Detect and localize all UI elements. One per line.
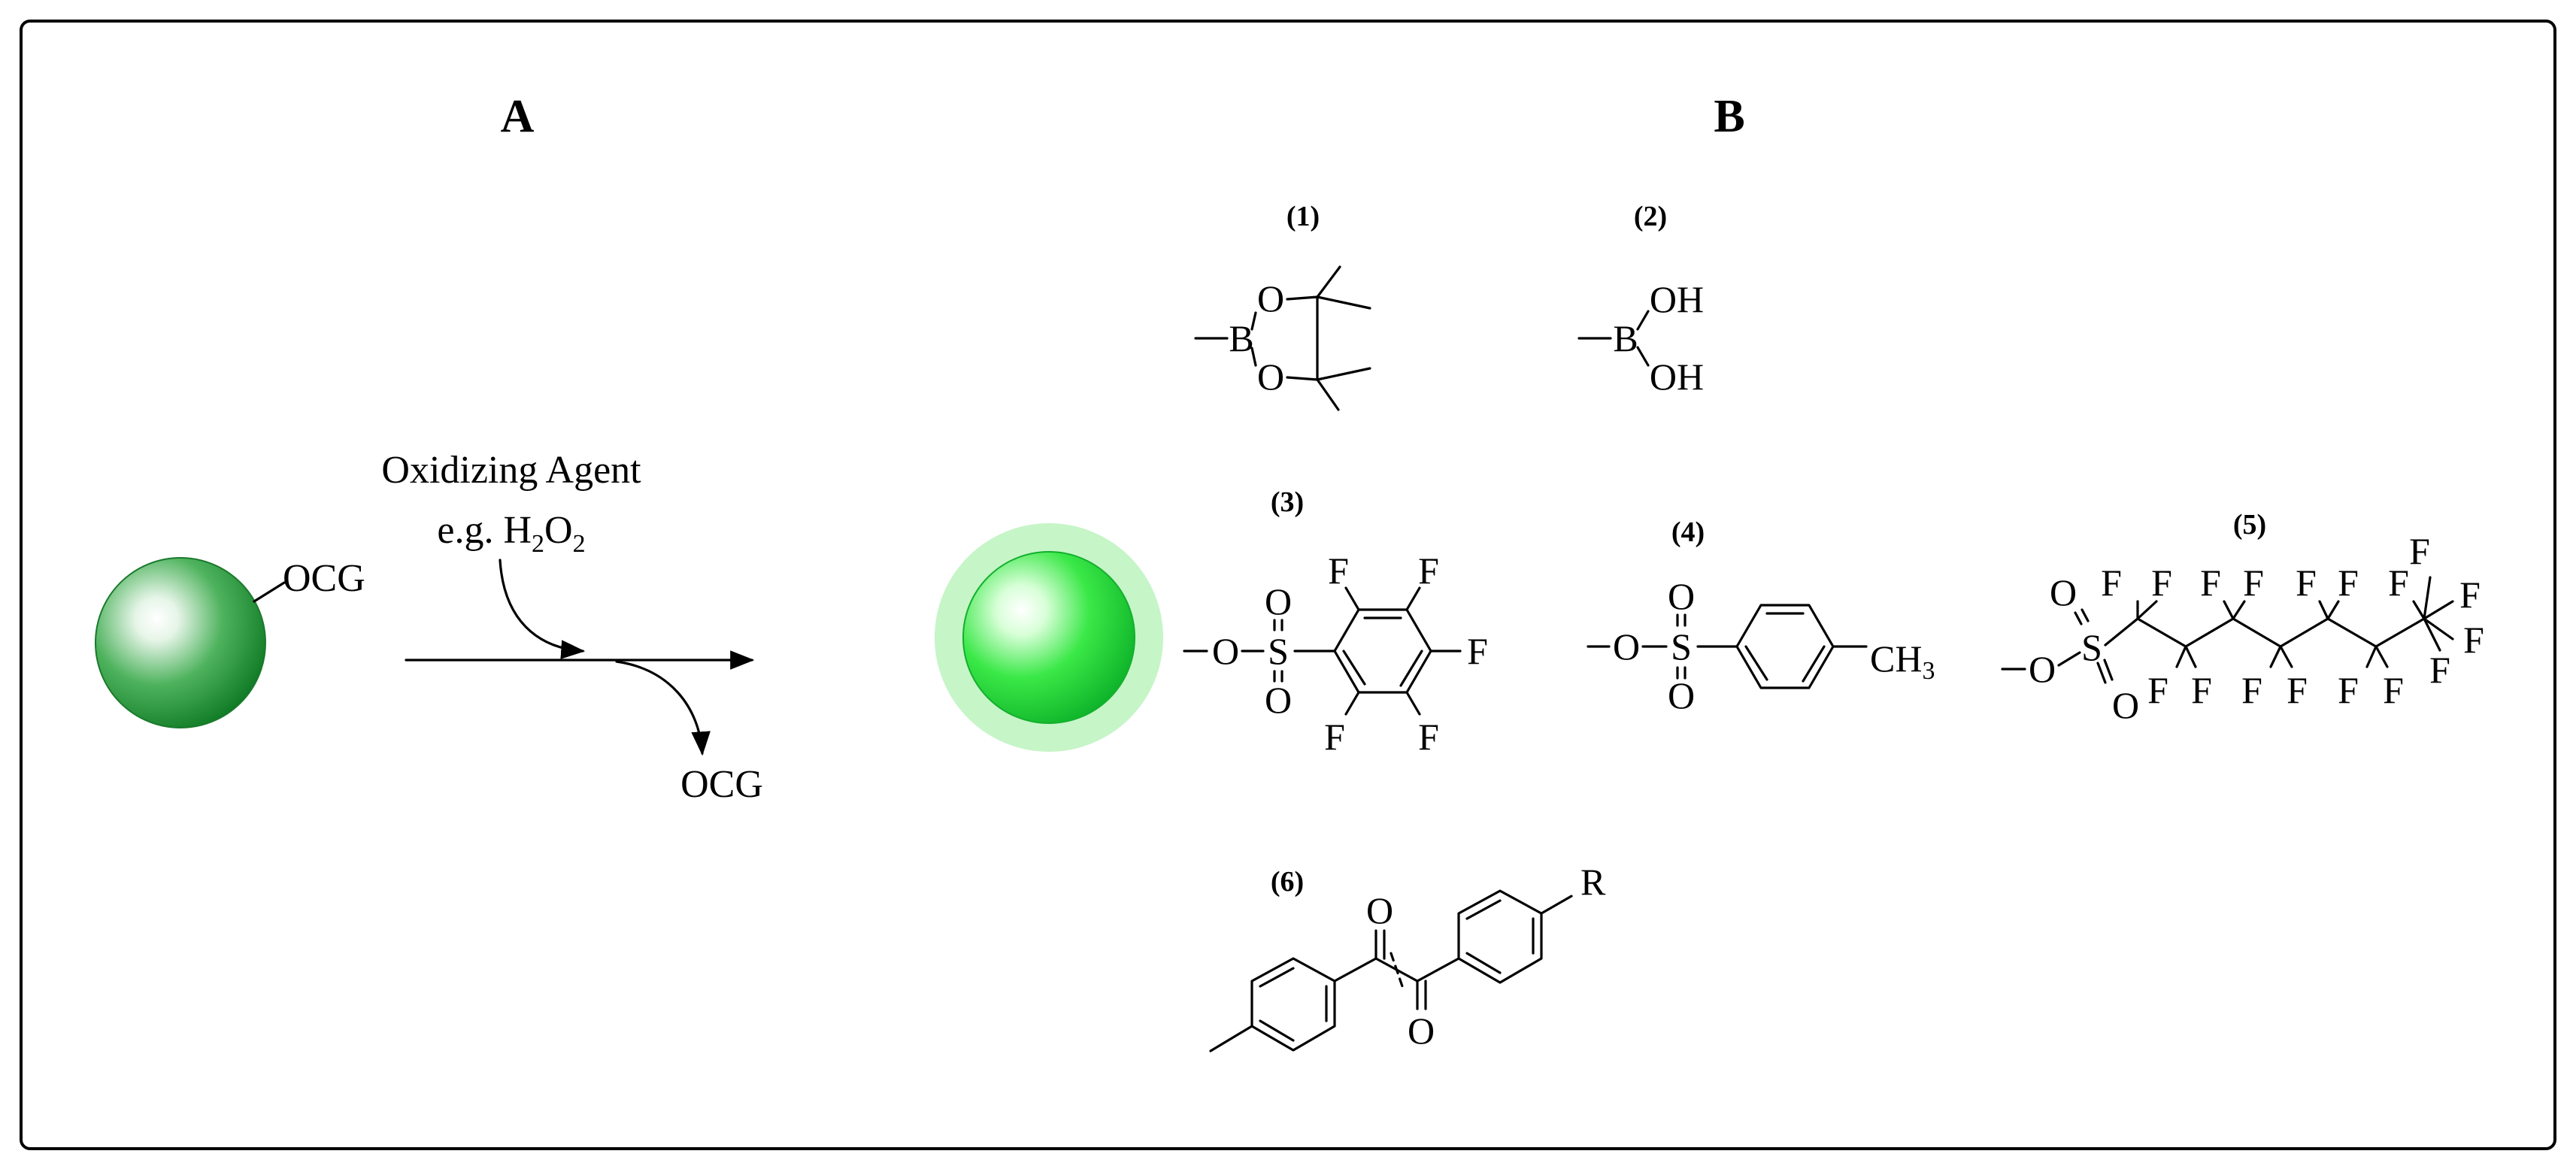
- svg-text:F: F: [2147, 669, 2168, 711]
- reagent-in-arrow: [499, 559, 586, 659]
- h2o2-example: e.g. H2O2: [437, 509, 585, 558]
- svg-text:F: F: [2463, 619, 2484, 661]
- svg-text:O: O: [2050, 571, 2077, 613]
- structure-1-label: (1): [1286, 201, 1320, 232]
- svg-text:F: F: [2383, 669, 2404, 711]
- svg-text:CH3: CH3: [1870, 637, 1935, 685]
- svg-text:F: F: [1418, 550, 1439, 592]
- svg-text:F: F: [2338, 562, 2359, 604]
- svg-text:O: O: [1408, 1010, 1435, 1052]
- probe-sphere-bright: [962, 551, 1135, 724]
- structure-4-tosylate: O S O O CH3: [1587, 575, 1935, 716]
- svg-text:F: F: [1328, 550, 1349, 592]
- svg-text:F: F: [2191, 669, 2212, 711]
- svg-text:F: F: [2101, 562, 2122, 604]
- panel-b-label: B: [1714, 91, 1744, 142]
- structure-3-pentafluorobenzenesulfonate: O S O O F F F F F: [1183, 550, 1488, 758]
- svg-text:OH: OH: [1650, 278, 1704, 320]
- ocg-substituent: OCG: [283, 557, 365, 600]
- svg-text:O: O: [1366, 889, 1393, 931]
- structure-1-pinacol-boronate: B O O: [1194, 265, 1371, 411]
- svg-text:O: O: [2029, 648, 2056, 690]
- svg-text:F: F: [2241, 669, 2262, 711]
- svg-text:O: O: [2112, 684, 2139, 726]
- svg-text:O: O: [1265, 679, 1292, 721]
- svg-text:F: F: [2296, 562, 2317, 604]
- structure-3-label: (3): [1271, 486, 1304, 518]
- svg-text:F: F: [2459, 574, 2481, 616]
- svg-text:O: O: [1212, 630, 1239, 672]
- structure-6-label: (6): [1271, 866, 1304, 898]
- structure-2-label: (2): [1634, 201, 1667, 232]
- structure-5-label: (5): [2233, 509, 2266, 541]
- svg-text:O: O: [1265, 580, 1292, 622]
- svg-text:O: O: [1668, 674, 1695, 716]
- ocg-leaving-group: OCG: [680, 763, 763, 806]
- structure-2-boronic-acid: B OH OH: [1577, 278, 1704, 398]
- svg-text:S: S: [2081, 626, 2102, 668]
- svg-text:F: F: [2287, 669, 2308, 711]
- svg-text:OH: OH: [1650, 356, 1704, 398]
- probe-sphere-dark: [95, 557, 266, 728]
- svg-text:F: F: [2429, 649, 2450, 691]
- structure-5-perfluorooctanesulfonate: O S O O F F F F F F F F: [2001, 530, 2484, 726]
- svg-text:O: O: [1668, 575, 1695, 617]
- svg-text:S: S: [1671, 625, 1692, 668]
- svg-text:O: O: [1257, 356, 1284, 398]
- svg-text:F: F: [2200, 562, 2221, 604]
- svg-text:F: F: [2151, 562, 2172, 604]
- oxidizing-agent-label: Oxidizing Agent: [381, 449, 641, 492]
- svg-text:F: F: [1467, 630, 1488, 672]
- structure-6-benzil: O O R: [1209, 861, 1606, 1052]
- svg-text:S: S: [1268, 630, 1289, 672]
- svg-text:F: F: [1418, 716, 1439, 758]
- svg-text:B: B: [1229, 317, 1253, 359]
- leaving-group-arrow: [615, 660, 711, 756]
- svg-text:O: O: [1613, 625, 1640, 668]
- svg-text:R: R: [1580, 861, 1606, 903]
- svg-text:F: F: [2388, 562, 2409, 604]
- figure-frame: [20, 20, 2556, 1150]
- structure-4-label: (4): [1671, 516, 1705, 548]
- svg-text:O: O: [1257, 277, 1284, 319]
- svg-text:F: F: [2243, 562, 2264, 604]
- svg-text:F: F: [2409, 530, 2430, 572]
- svg-text:B: B: [1613, 317, 1638, 359]
- svg-text:F: F: [2338, 669, 2359, 711]
- panel-a-label: A: [501, 91, 535, 142]
- svg-text:F: F: [1324, 716, 1345, 758]
